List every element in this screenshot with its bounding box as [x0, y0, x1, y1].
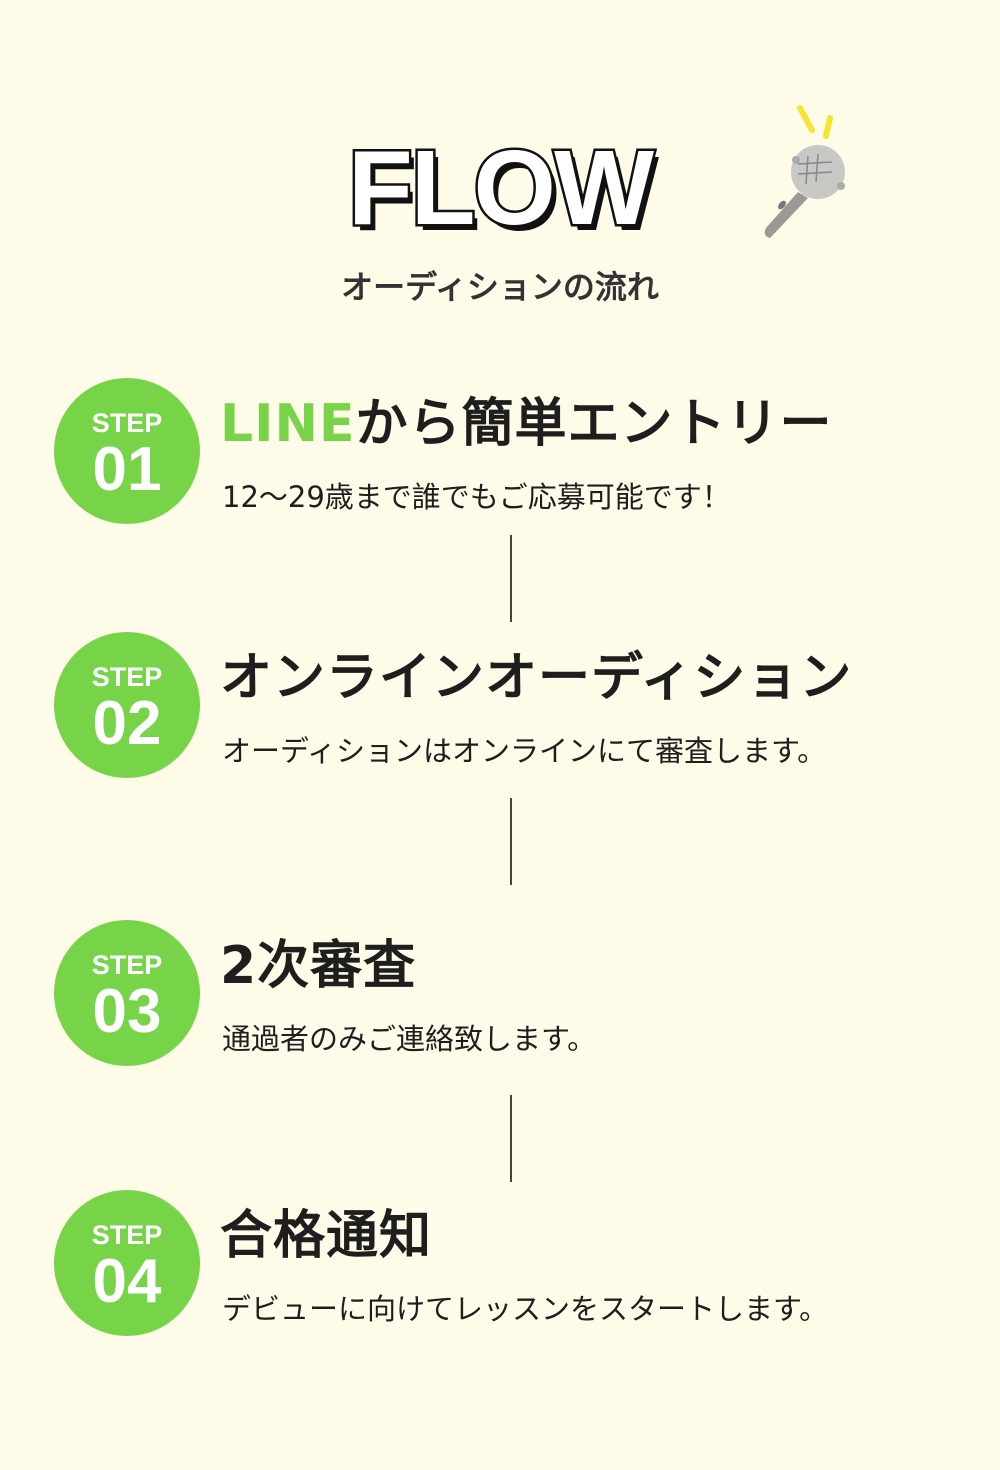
- section-title: FLOW: [346, 129, 657, 247]
- step-label: STEP: [91, 1220, 163, 1250]
- step-description: 通過者のみご連絡致します。: [222, 1022, 597, 1056]
- step-number: 01: [92, 435, 162, 504]
- step-title-text: から簡単エントリー: [355, 394, 833, 454]
- step-number: 02: [92, 689, 162, 758]
- step-title-highlight: LINE: [220, 394, 356, 454]
- step-description: 12〜29歳まで誰でもご応募可能です！: [222, 480, 731, 514]
- step-description: オーディションはオンラインにて審査します。: [222, 734, 827, 768]
- step-title: オンラインオーディション: [220, 648, 853, 708]
- connector-line: [510, 535, 512, 622]
- step-title: 2次審査: [220, 936, 417, 996]
- step-title: LINEから簡単エントリー: [220, 394, 833, 454]
- step-number: 03: [92, 977, 162, 1046]
- step-description: デビューに向けてレッスンをスタートします。: [222, 1292, 829, 1326]
- step-label: STEP: [91, 662, 163, 692]
- section-subtitle: オーディションの流れ: [341, 268, 659, 306]
- step-label: STEP: [91, 950, 163, 980]
- step-title: 合格通知: [220, 1206, 433, 1266]
- step-label: STEP: [91, 408, 163, 438]
- connector-line: [510, 1095, 512, 1182]
- microphone-icon: [764, 105, 845, 238]
- connector-line: [510, 798, 512, 885]
- step-number: 04: [92, 1247, 162, 1316]
